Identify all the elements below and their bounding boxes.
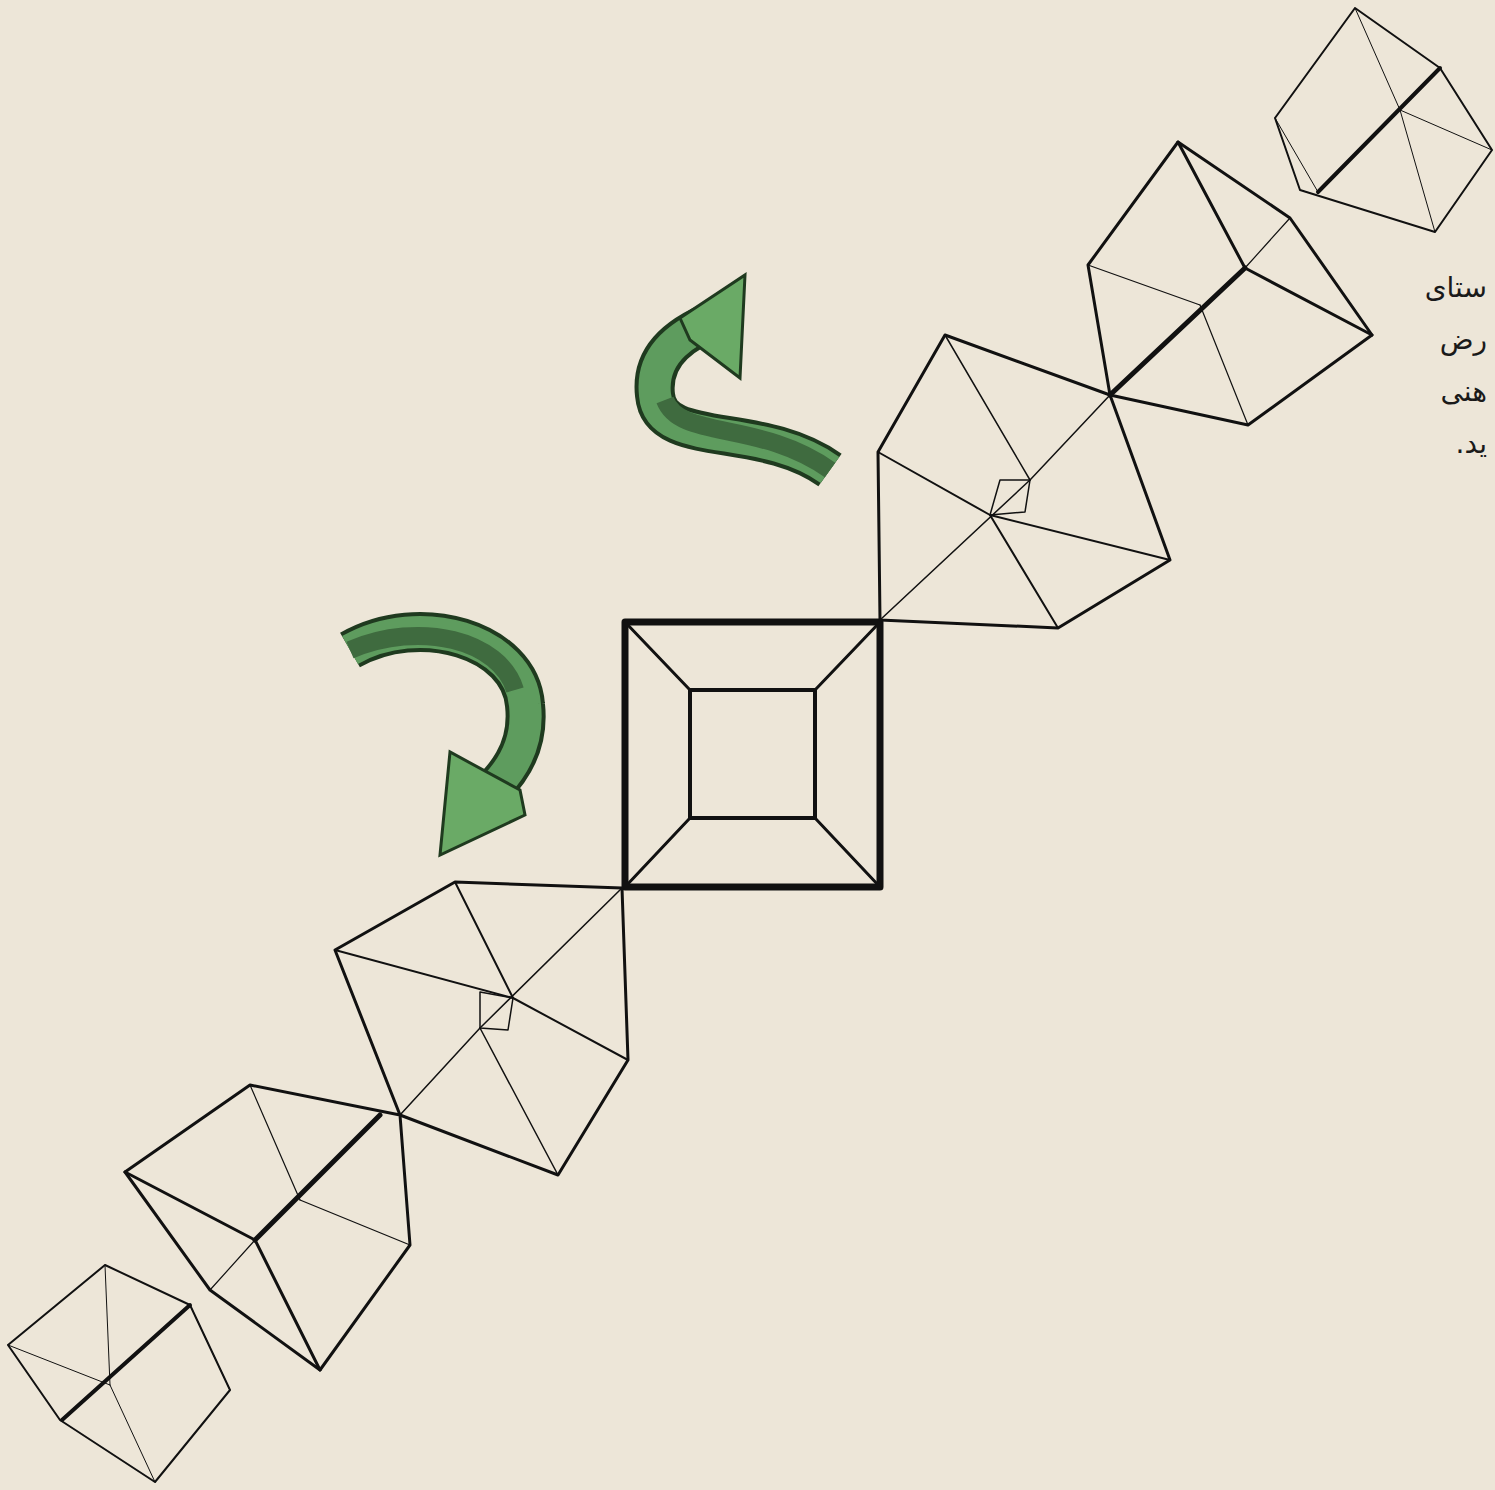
note-line: ید. <box>1423 418 1489 470</box>
note-line: رض <box>1423 314 1489 366</box>
note-text: ستایرضهنیید. <box>1423 262 1489 470</box>
note-line: ستای <box>1423 262 1489 314</box>
cube-frame <box>8 1265 230 1482</box>
cube-frame <box>1275 8 1492 232</box>
center-square <box>625 622 880 887</box>
note-line: هنی <box>1423 366 1489 418</box>
rotate-arrow <box>655 275 830 470</box>
rotate-arrow <box>350 632 526 855</box>
cube-frame <box>335 882 628 1175</box>
cube-frame <box>1088 142 1372 425</box>
